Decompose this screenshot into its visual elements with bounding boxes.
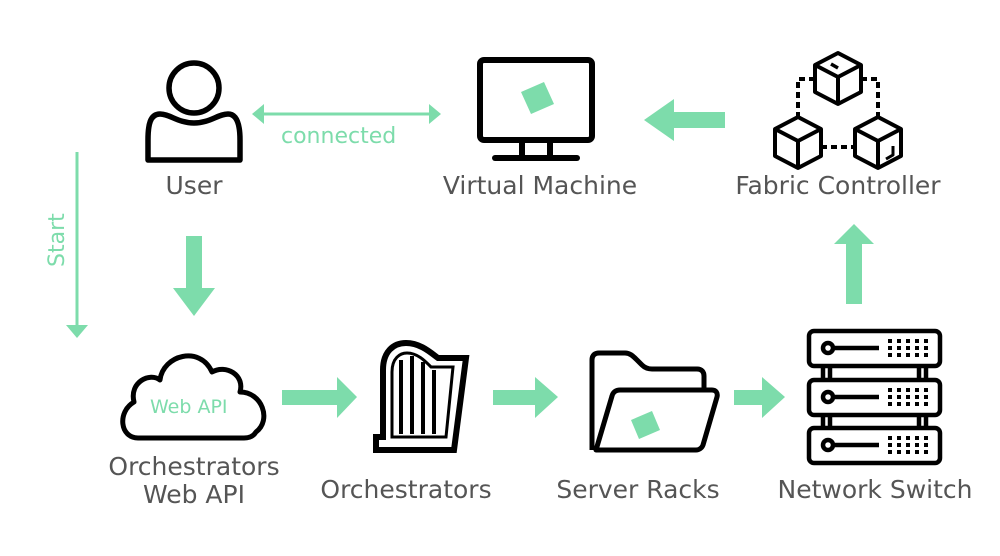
server-led-dot — [924, 388, 928, 392]
monitor-icon — [477, 57, 595, 161]
folder-icon — [589, 350, 720, 453]
vm-diamond-icon — [521, 82, 554, 114]
server-led-dot — [915, 402, 919, 406]
server-led-dot — [906, 402, 910, 406]
server-led-dot — [888, 353, 892, 357]
server-led-dot — [906, 443, 910, 447]
server-led-dot — [897, 402, 901, 406]
user-to-webapi-arrow — [173, 236, 215, 316]
harp-icon — [373, 339, 470, 453]
server-led-dot — [915, 450, 919, 454]
server-stack-icon — [806, 328, 943, 466]
node-label-virtual-machine: Virtual Machine — [442, 171, 638, 200]
node-label-server-racks: Server Racks — [556, 475, 720, 504]
node-label-user: User — [165, 171, 223, 200]
server-led-dot — [915, 388, 919, 392]
server-led-dot — [906, 450, 910, 454]
cloud-icon — [120, 353, 267, 441]
server-led-dot — [906, 388, 910, 392]
cloud-inner-text: Web API — [150, 396, 228, 418]
server-led-dot — [924, 339, 928, 343]
server-led-dot — [888, 395, 892, 399]
server-led-dot — [906, 346, 910, 350]
orch-to-racks-arrow — [493, 377, 558, 418]
cubes-network-icon — [773, 51, 903, 170]
server-led-dot — [915, 353, 919, 357]
server-led-dot — [888, 388, 892, 392]
node-label-network-switch: Network Switch — [777, 475, 973, 504]
server-led-dot — [915, 346, 919, 350]
connected-arrow — [252, 104, 441, 124]
start-label: Start — [45, 213, 70, 267]
server-led-dot — [924, 443, 928, 447]
server-led-dot — [897, 395, 901, 399]
server-led-dot — [924, 402, 928, 406]
server-led-dot — [906, 436, 910, 440]
server-led-dot — [897, 353, 901, 357]
server-led-dot — [888, 443, 892, 447]
server-led-dot — [906, 395, 910, 399]
node-label-orchestrators-web-api-line1: Orchestrators — [108, 452, 280, 481]
server-led-dot — [888, 402, 892, 406]
server-led-dot — [915, 436, 919, 440]
server-led-dot — [888, 450, 892, 454]
server-led-dot — [897, 339, 901, 343]
edge-label-connected: connected — [281, 124, 397, 149]
server-led-dot — [924, 353, 928, 357]
server-led-dot — [924, 395, 928, 399]
server-led-dot — [924, 346, 928, 350]
user-icon — [145, 60, 243, 163]
start-arrow — [66, 152, 88, 338]
node-label-orchestrators: Orchestrators — [320, 475, 492, 504]
racks-to-switch-arrow — [734, 377, 785, 418]
server-led-dot — [897, 388, 901, 392]
server-led-dot — [897, 436, 901, 440]
racks-diamond-icon — [631, 411, 660, 439]
server-led-dot — [888, 346, 892, 350]
webapi-to-orch-arrow — [282, 377, 357, 418]
server-led-dot — [924, 450, 928, 454]
server-led-dot — [897, 346, 901, 350]
server-led-dot — [915, 395, 919, 399]
server-led-dot — [924, 436, 928, 440]
node-label-fabric-controller: Fabric Controller — [735, 171, 941, 200]
fabric-to-vm-arrow — [644, 99, 725, 141]
server-led-dot — [906, 339, 910, 343]
server-led-dot — [915, 443, 919, 447]
server-led-dot — [897, 450, 901, 454]
server-led-dot — [897, 443, 901, 447]
node-label-orchestrators-web-api-line2: Web API — [142, 480, 245, 509]
server-led-dot — [915, 339, 919, 343]
server-led-dot — [888, 339, 892, 343]
switch-to-fabric-arrow — [834, 224, 874, 304]
server-led-dot — [906, 353, 910, 357]
server-led-dot — [888, 436, 892, 440]
